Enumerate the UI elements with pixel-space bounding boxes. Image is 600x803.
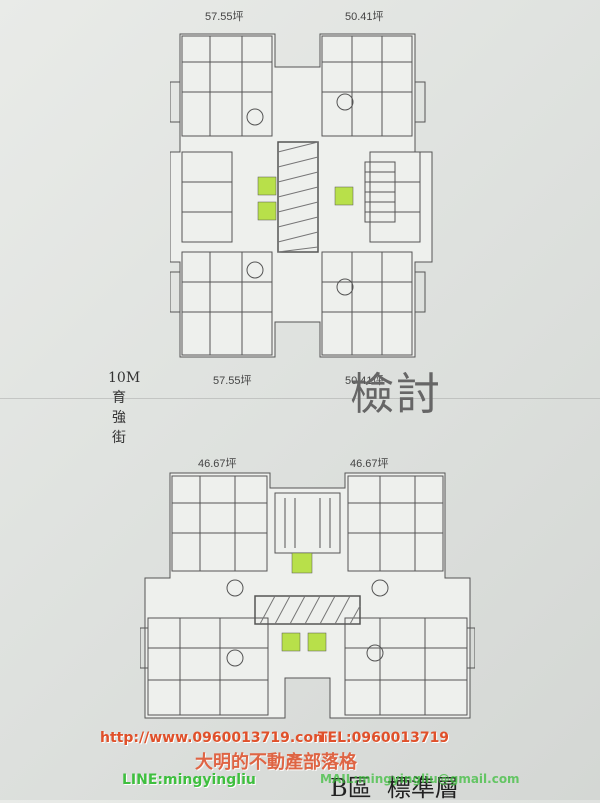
watermark-blog-name: 大明的不動產部落格	[195, 752, 357, 773]
review-stamp-text: 檢討	[350, 369, 442, 420]
floor-caption: B區 標準層	[330, 774, 459, 802]
watermark-line-id: LINE:mingyingliu	[122, 772, 256, 788]
area-label-bottom-right: 50.41坪	[345, 375, 384, 387]
area-label-bottom-plan-right: 46.67坪	[350, 458, 389, 470]
area-label-bottom-left: 57.55坪	[213, 375, 252, 387]
watermark-url[interactable]: http://www.0960013719.com	[100, 730, 328, 746]
watermark-mail: MAIL:mingyingliu@gmail.com	[320, 772, 520, 786]
bottom-floor-plan	[140, 472, 475, 719]
area-label-top-left: 57.55坪	[205, 11, 244, 23]
area-label-bottom-plan-left: 46.67坪	[198, 458, 237, 470]
area-label-top-right: 50.41坪	[345, 11, 384, 23]
street-label: 10M育強街	[108, 370, 141, 446]
top-floor-plan	[170, 33, 433, 358]
watermark-tel: TEL:0960013719	[318, 730, 450, 746]
paper-fold	[0, 398, 600, 399]
